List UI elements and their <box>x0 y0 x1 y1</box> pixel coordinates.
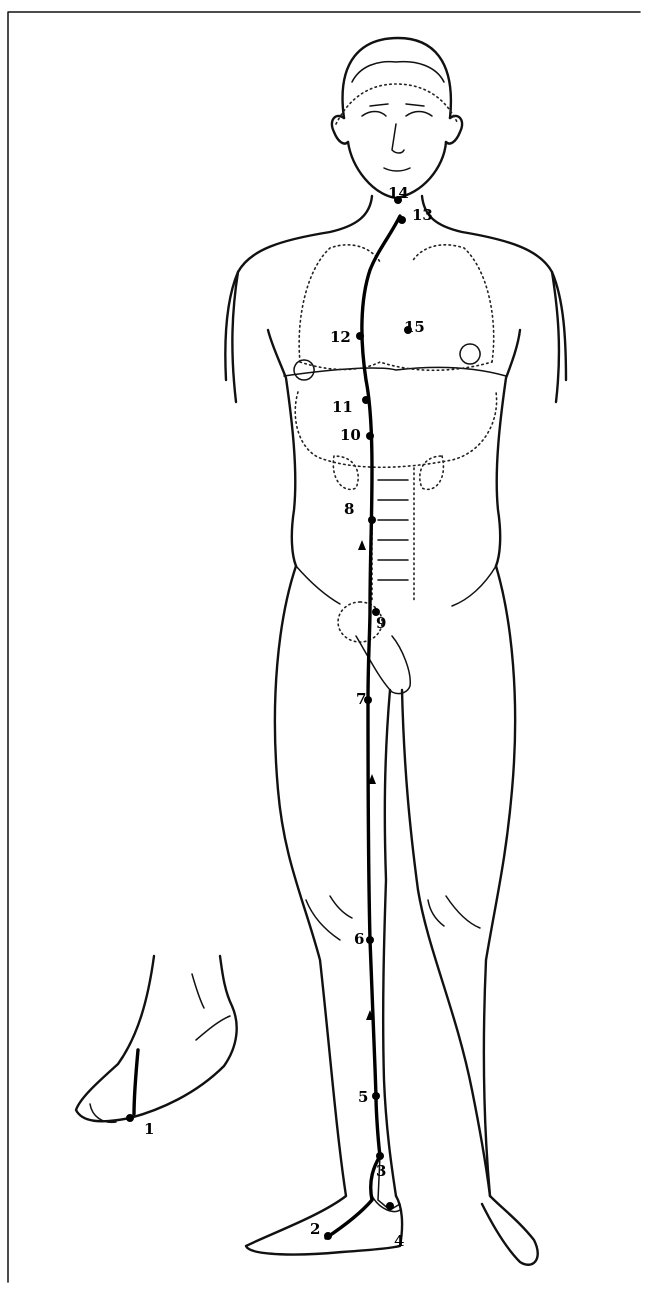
acupoint-label-13: 13 <box>412 206 433 224</box>
acupoint-marker-11 <box>362 396 370 404</box>
acupoint-label-5: 5 <box>358 1088 368 1106</box>
meridian-channel <box>134 216 400 1238</box>
acupoint-marker-1 <box>126 1114 134 1122</box>
acupoint-marker-13 <box>398 216 406 224</box>
acupoint-label-2: 2 <box>310 1220 320 1238</box>
page-border <box>8 12 640 1282</box>
acupoint-label-4: 4 <box>394 1232 404 1250</box>
acupoint-marker-12 <box>356 332 364 340</box>
acupoint-marker-2 <box>324 1232 332 1240</box>
acupoint-label-14: 14 <box>388 184 409 202</box>
acupoint-label-1: 1 <box>144 1120 154 1138</box>
acupoint-label-7: 7 <box>356 690 366 708</box>
head-outline <box>332 38 462 198</box>
inset-foot <box>76 956 237 1122</box>
leg-outlines <box>246 566 538 1265</box>
acupoint-marker-6 <box>366 936 374 944</box>
acupoint-label-11: 11 <box>332 398 353 416</box>
acupoint-label-6: 6 <box>354 930 364 948</box>
flow-arrow-icon <box>358 540 366 550</box>
acupoint-label-10: 10 <box>340 426 361 444</box>
arm-outlines <box>232 272 559 402</box>
acupoint-label-12: 12 <box>330 328 351 346</box>
acupoint-label-9: 9 <box>376 614 386 632</box>
acupoint-marker-8 <box>368 516 376 524</box>
torso-outline <box>225 196 566 642</box>
acupoint-marker-5 <box>372 1092 380 1100</box>
acupoint-marker-4 <box>386 1202 394 1210</box>
acupoint-label-3: 3 <box>376 1162 386 1180</box>
acupoint-marker-3 <box>376 1152 384 1160</box>
acupoint-label-8: 8 <box>344 500 354 518</box>
acupoint-marker-10 <box>366 432 374 440</box>
acupoint-label-15: 15 <box>404 318 425 336</box>
